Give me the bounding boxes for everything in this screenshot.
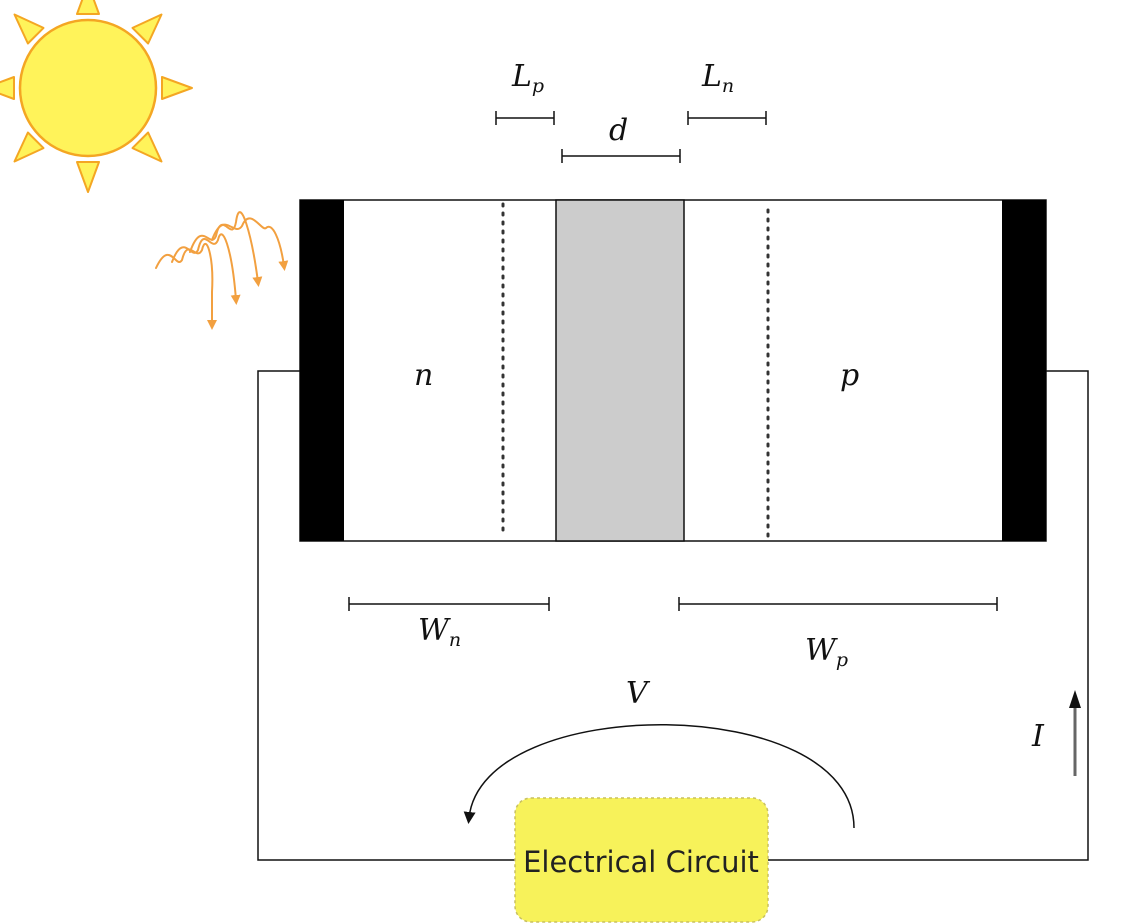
circuit-wires — [257, 370, 1089, 861]
sun-rays — [0, 0, 193, 193]
label-n-region: n — [414, 358, 433, 393]
pn-junction-device — [299, 199, 1047, 542]
right-wire — [768, 370, 1089, 861]
label-current: I — [1031, 719, 1045, 754]
photon-wave — [211, 217, 289, 271]
right-contact — [1002, 200, 1046, 541]
sun-ray — [131, 131, 163, 163]
current-arrow — [1069, 690, 1081, 776]
photon-wave — [189, 211, 263, 287]
electrical-circuit-box: Electrical Circuit — [514, 797, 769, 923]
circuit-label: Electrical Circuit — [523, 845, 759, 879]
label-ln: Ln — [701, 59, 734, 97]
dimension-markers — [348, 111, 998, 611]
label-d: d — [609, 113, 628, 148]
label-voltage: V — [626, 676, 651, 711]
sun-ray — [76, 161, 100, 193]
photon-wave — [171, 233, 241, 305]
left-wire — [257, 370, 515, 861]
sun-ray — [0, 76, 15, 100]
dim-d — [561, 149, 681, 163]
dim-lp — [495, 111, 555, 125]
dim-wn — [348, 597, 550, 611]
sun-disc — [18, 18, 158, 158]
left-contact — [300, 200, 344, 541]
sun-icon — [0, 0, 193, 193]
sun-ray — [161, 76, 193, 100]
sun-ray — [76, 0, 100, 15]
label-wn: Wn — [418, 613, 461, 651]
dim-ln — [687, 111, 767, 125]
photon-wave — [155, 242, 217, 330]
voltage-arc-arrow — [463, 724, 855, 829]
depletion-region — [555, 199, 685, 542]
dim-wp — [678, 597, 998, 611]
sun-ray — [13, 13, 45, 45]
sun-ray — [131, 13, 163, 45]
label-wp: Wp — [805, 633, 848, 671]
circuit-box-shape — [514, 797, 769, 923]
label-p-region: p — [840, 358, 859, 393]
photon-waves-icon — [155, 211, 289, 330]
label-lp: Lp — [511, 59, 544, 97]
sun-ray — [13, 131, 45, 163]
